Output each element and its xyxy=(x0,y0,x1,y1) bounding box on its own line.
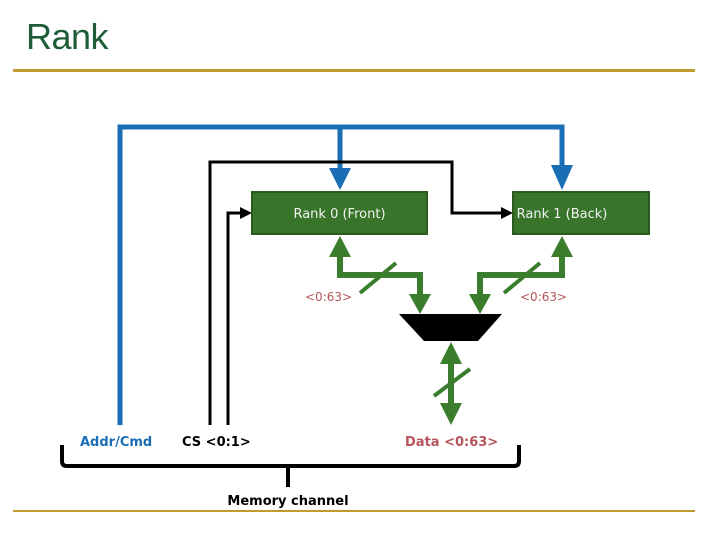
rank-1-bus-width-slash xyxy=(502,261,542,295)
footer-divider xyxy=(13,510,695,512)
title-divider xyxy=(13,69,695,72)
cs1-arrow-icon xyxy=(501,207,513,219)
data-label: Data <0:63> xyxy=(405,435,498,450)
addr-cmd-arrow-rank1-icon xyxy=(551,165,573,190)
addr-cmd-label: Addr/Cmd xyxy=(80,435,152,450)
rank-1-data-down-arrow-icon xyxy=(469,294,491,314)
rank-1-label: Rank 1 (Back) xyxy=(517,207,608,222)
channel-data-up-arrow-icon xyxy=(440,342,462,364)
rank-1-box: Rank 1 (Back) xyxy=(512,191,650,235)
rank-0-data-bus: <0:63> xyxy=(305,236,431,314)
rank-0-label: Rank 0 (Front) xyxy=(293,207,385,222)
cs0-arrow-icon xyxy=(240,207,252,219)
channel-data-down-arrow-icon xyxy=(440,403,462,425)
rank-0-data-up-arrow-icon xyxy=(329,236,351,257)
data-mux xyxy=(399,314,502,341)
chip-select-label: CS <0:1> xyxy=(182,435,251,450)
chip-select-bus xyxy=(208,160,513,425)
memory-channel-label: Memory channel xyxy=(227,494,348,509)
rank-1-bus-width-label: <0:63> xyxy=(520,290,567,304)
addr-cmd-arrow-rank0-icon xyxy=(329,168,351,190)
slide-title: Rank xyxy=(26,16,109,57)
rank-0-data-down-arrow-icon xyxy=(409,294,431,314)
rank-1-data-up-arrow-icon xyxy=(551,236,573,257)
cs1-line xyxy=(208,160,505,425)
rank-0-box: Rank 0 (Front) xyxy=(251,191,428,235)
cs0-line xyxy=(226,211,244,425)
rank-0-bus-width-slash xyxy=(358,261,398,295)
rank-0-bus-width-label: <0:63> xyxy=(305,290,352,304)
memory-channel-bracket xyxy=(60,445,521,468)
channel-bus-width-slash xyxy=(432,367,472,398)
channel-data-bus xyxy=(432,342,472,425)
rank-1-data-bus: <0:63> xyxy=(469,236,573,314)
